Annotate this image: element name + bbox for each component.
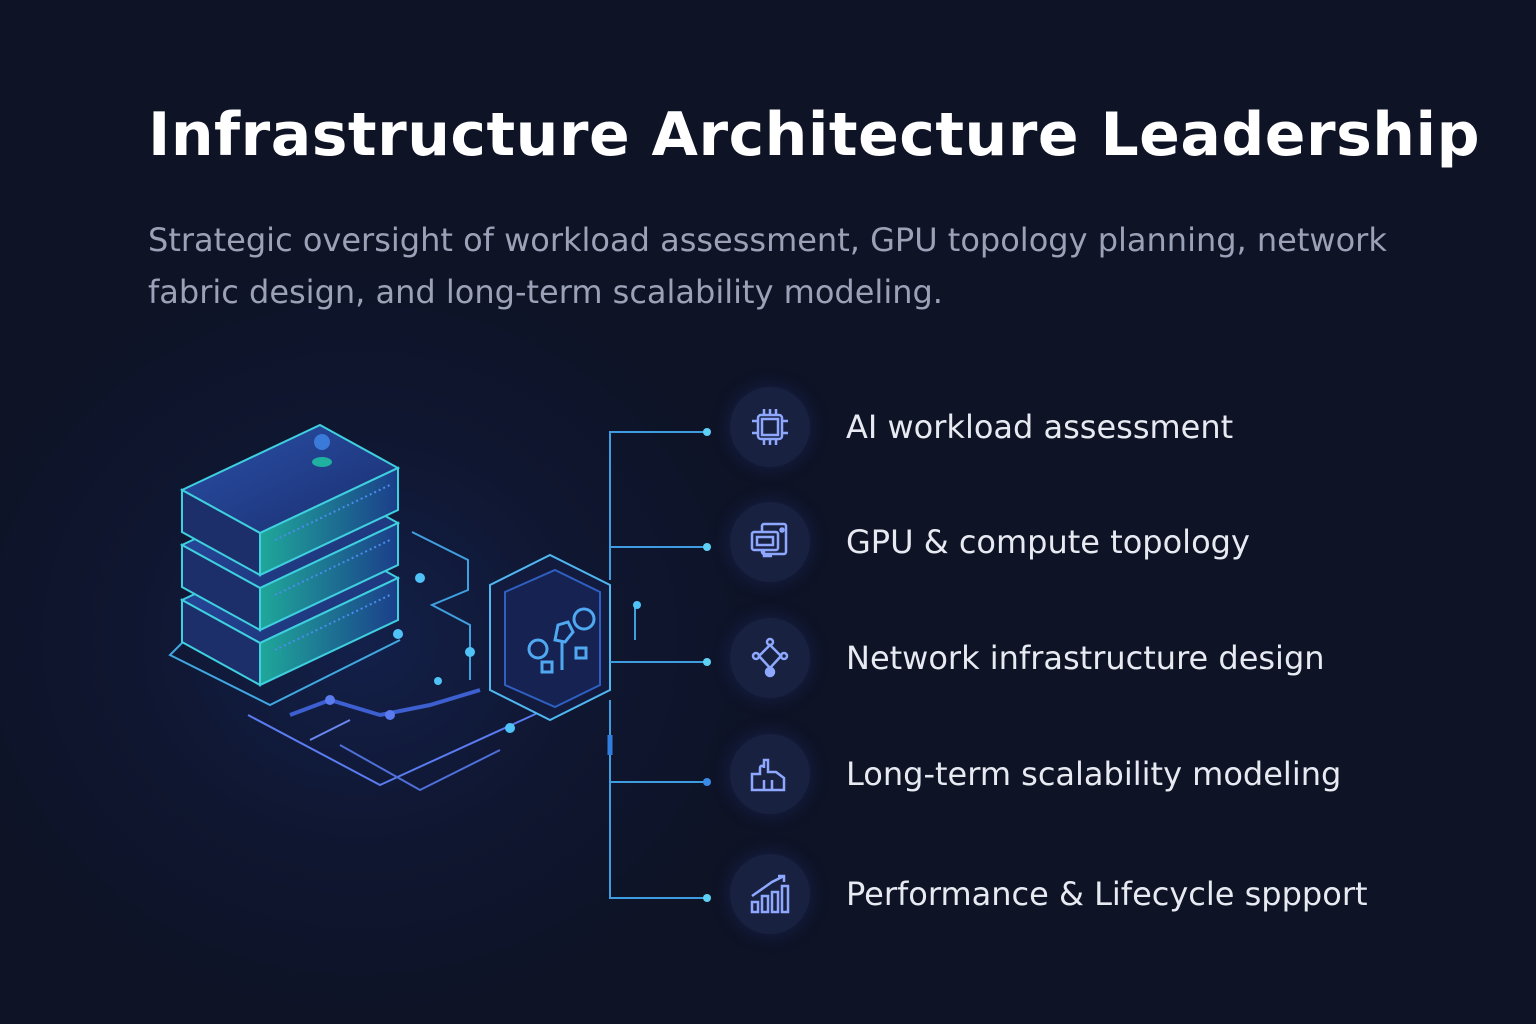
network-nodes-icon	[751, 637, 789, 678]
item-label: AI workload assessment	[846, 408, 1234, 446]
item-label: Long-term scalability modeling	[846, 755, 1342, 793]
item-label: Performance & Lifecycle sppport	[846, 875, 1368, 913]
connector-lines	[607, 431, 707, 899]
list-item-scalability: Long-term scalability modeling	[730, 734, 1341, 814]
list-item-performance: Performance & Lifecycle sppport	[730, 854, 1368, 934]
list-item-ai-workload: AI workload assessment	[730, 387, 1233, 467]
item-label: GPU & compute topology	[846, 523, 1250, 561]
list-item-network-design: Network infrastructure design	[730, 618, 1325, 698]
gpu-cards-icon	[750, 522, 788, 558]
scalability-blocks-icon	[750, 758, 786, 792]
list-item-gpu-topology: GPU & compute topology	[730, 502, 1250, 582]
circuit-traces	[168, 531, 636, 792]
growth-chart-icon	[750, 874, 790, 914]
cpu-chip-icon	[752, 409, 788, 445]
connector-dots	[703, 428, 711, 902]
page-title: Infrastructure Architecture Leadership	[148, 100, 1481, 170]
hexagon-module-icon	[489, 553, 611, 722]
circuit-nodes	[325, 573, 641, 733]
item-label: Network infrastructure design	[846, 639, 1325, 677]
server-stack-icon	[179, 423, 401, 687]
subtitle: Strategic oversight of workload assessme…	[148, 221, 1387, 311]
